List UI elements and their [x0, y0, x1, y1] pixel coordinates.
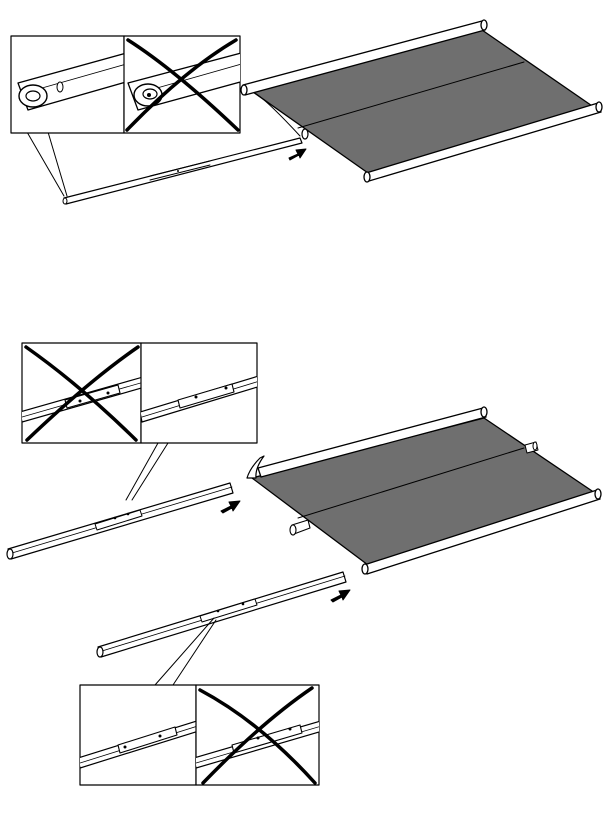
detail-panel-incorrect [123, 35, 241, 134]
callout-line [125, 442, 159, 501]
cross-mark-icon [24, 345, 138, 442]
top-tube [257, 406, 488, 478]
insert-arrow-icon [288, 148, 307, 161]
flat-rod [62, 137, 303, 205]
callout-line [131, 442, 169, 501]
detail-panel-correct [10, 35, 125, 134]
callout-line [154, 617, 215, 686]
rod-joint [117, 726, 178, 754]
bottom-tube [361, 488, 602, 575]
step-1 [10, 19, 603, 205]
insert-arrow-icon [330, 589, 351, 603]
lower-rod [96, 571, 347, 658]
insert-arrow-icon [220, 500, 241, 514]
bottom-tube [363, 101, 603, 183]
rod-slot [301, 128, 309, 140]
rod-joint [231, 724, 303, 754]
callout-line [26, 131, 65, 197]
detail-panel-incorrect [21, 342, 142, 444]
rod-joint [177, 383, 235, 409]
fabric-curl [246, 455, 265, 479]
rod-stub [524, 441, 539, 454]
detail-panel-correct [79, 684, 197, 786]
fabric-panel [251, 417, 599, 566]
top-tube [240, 19, 488, 96]
step-2 [6, 342, 602, 786]
rod-joint [94, 509, 143, 531]
detail-panel-correct [140, 342, 258, 444]
cross-mark-icon [126, 38, 240, 132]
callout-line [47, 131, 68, 197]
callout-line [172, 619, 217, 686]
upper-rod [6, 482, 234, 560]
rod-stub [289, 519, 311, 536]
detail-panel-incorrect [195, 684, 320, 786]
